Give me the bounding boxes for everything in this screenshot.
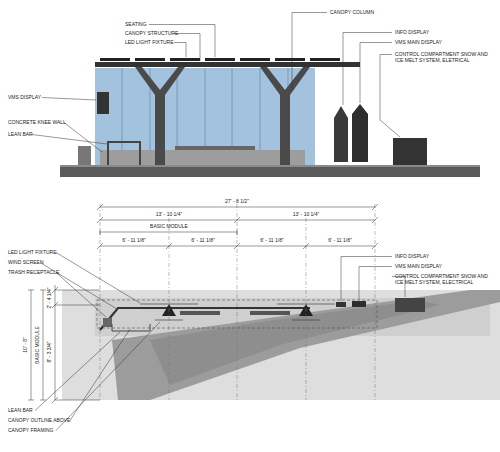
trash-receptacle: [78, 146, 91, 165]
dimension-text: BASIC MODULE: [150, 224, 188, 230]
led-fixtures: [100, 58, 340, 61]
lean-bar-plan: [112, 324, 150, 331]
part-label: CANOPY STRUCTURE: [125, 31, 178, 37]
dimension-text: 27' - 8 1/2": [225, 199, 249, 205]
part-label: CANOPY FRAMING: [8, 428, 53, 434]
dimension-text: BASIC MODULE: [35, 326, 41, 364]
dimension-text: 2' - 4 1/4": [47, 287, 53, 308]
plan-ground: [62, 290, 500, 400]
part-label: LED LIGHT FIXTURE: [125, 40, 174, 46]
part-label: CONCRETE KNEE WALL: [8, 120, 66, 126]
part-label: INFO DISPLAY: [395, 254, 429, 260]
dimension-text: 6' - 11 1/8": [328, 238, 351, 244]
canopy-shadow-core: [150, 300, 440, 385]
info-display: [334, 106, 348, 162]
dimension-text: 13' - 10 1/4": [293, 212, 320, 218]
dimension-text: 6' - 11 1/8": [191, 238, 214, 244]
part-label: CONTROL COMPARTMENT SNOW AND ICE MELT SY…: [395, 52, 495, 64]
part-label: VMS DISPLAY: [8, 95, 41, 101]
leader-lines: [32, 13, 400, 153]
glass-wind-screen: [95, 68, 315, 165]
grid-lines: [100, 204, 375, 400]
lean-bar: [108, 142, 140, 165]
dimension-text: 6' - 11 1/8": [122, 238, 145, 244]
part-label: CONTROL COMPARTMENT SNOW AND ICE MELT SY…: [395, 274, 495, 286]
vms-main-display-plan: [352, 301, 366, 307]
concrete-knee-wall: [100, 150, 305, 165]
ground-band: [60, 165, 480, 177]
wind-screen: [100, 308, 310, 330]
part-label: LEAN BAR: [8, 408, 33, 414]
part-label: LEAN BAR: [8, 132, 33, 138]
seating-bench: [175, 146, 255, 150]
control-compartment-plan: [395, 298, 425, 312]
column-bases: [162, 304, 313, 316]
part-label: VMS MAIN DISPLAY: [395, 264, 442, 270]
part-label: VMS MAIN DISPLAY: [395, 40, 442, 46]
dimension-text: 10' - 8": [23, 337, 29, 353]
plan: [62, 290, 500, 400]
dimension-lines: [28, 204, 378, 403]
dimension-text: 8' - 3 3/4": [47, 341, 53, 362]
control-compartment: [393, 138, 427, 165]
part-label: LED LIGHT FIXTURE: [8, 250, 57, 256]
dimension-text: 13' - 10 1/4": [156, 212, 183, 218]
canopy-columns: [135, 67, 310, 165]
vms-main-display: [352, 104, 368, 162]
elevation: [60, 58, 480, 177]
part-label: CANOPY COLUMN: [330, 10, 374, 16]
part-label: CANOPY OUTLINE ABOVE: [8, 418, 70, 424]
seats: [180, 311, 290, 315]
part-label: INFO DISPLAY: [395, 30, 429, 36]
part-label: WIND SCREEN: [8, 260, 44, 266]
part-label: TRASH RECEPTACLE: [8, 270, 59, 276]
dimension-text: 6' - 11 1/8": [260, 238, 283, 244]
ground-edge: [60, 165, 480, 167]
vms-display: [97, 92, 109, 114]
trash-receptacle-plan: [103, 318, 112, 327]
part-label: SEATING: [125, 22, 147, 28]
info-display-plan: [336, 302, 346, 307]
plan-leader-lines: [35, 253, 405, 431]
canopy-structure: [95, 62, 360, 67]
